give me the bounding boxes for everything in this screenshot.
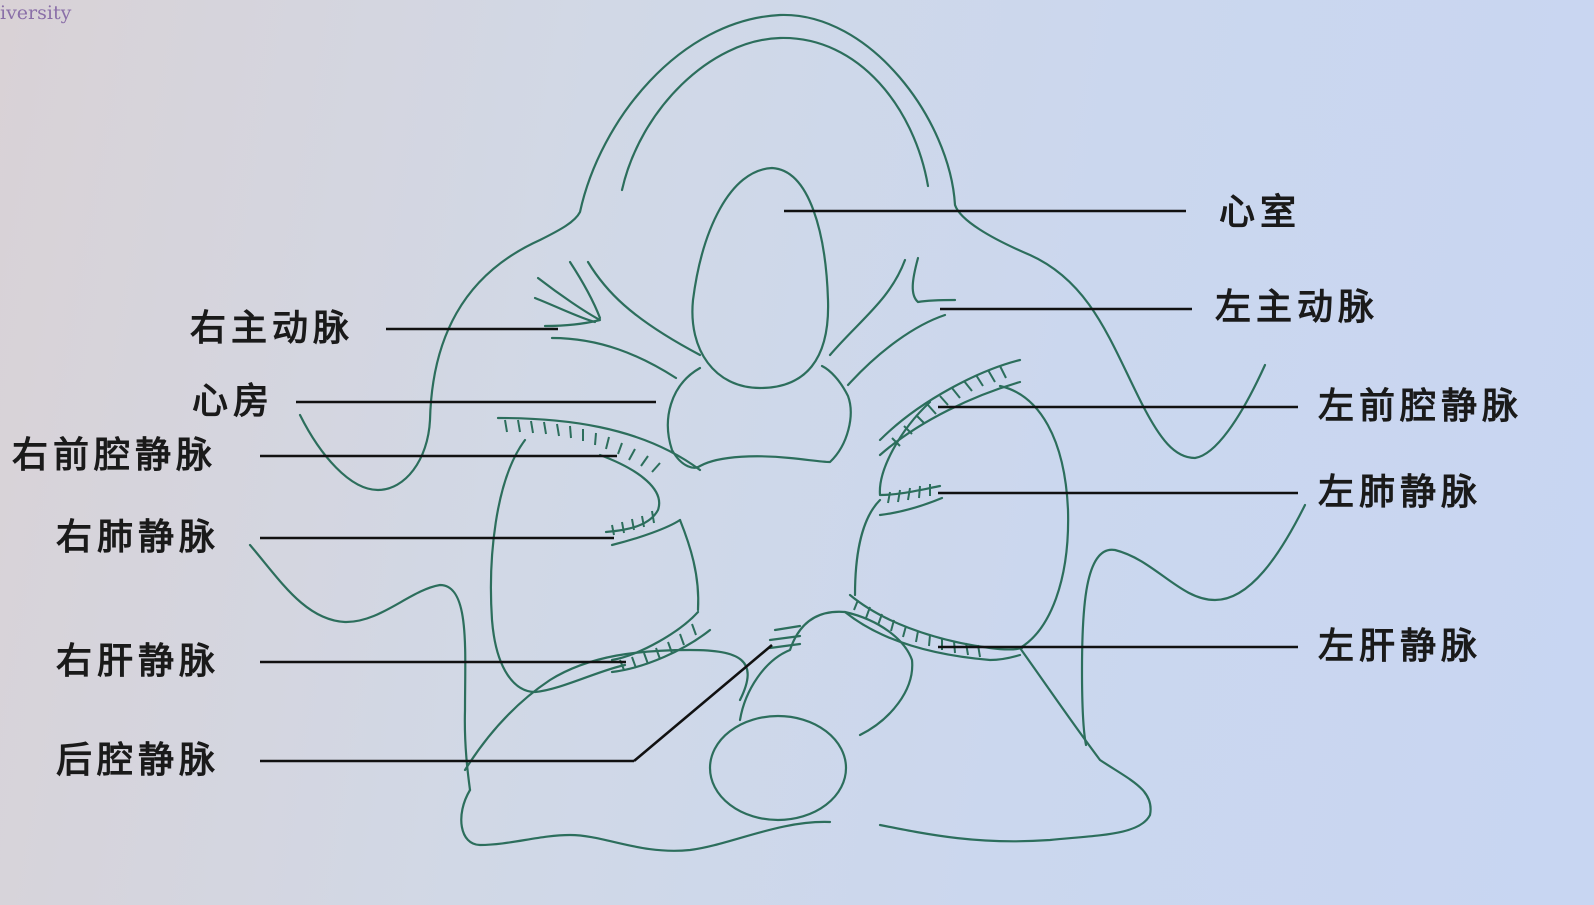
label-left-anterior-vena-cava: 左前腔静脉 xyxy=(1318,386,1524,427)
right-side-loop xyxy=(489,438,627,694)
posterior-vena-cava xyxy=(768,624,802,650)
right-aorta-fork-b xyxy=(536,276,602,328)
label-left-hepatic-vein: 左肝静脉 xyxy=(1318,626,1483,667)
left-pulmonary-vein-lower xyxy=(878,496,944,517)
lower-left-body xyxy=(1080,503,1307,747)
right-anterior-vena-cava xyxy=(496,416,702,472)
bottom-outline xyxy=(460,788,832,852)
label-left-aorta: 左主动脉 xyxy=(1215,287,1380,328)
label-right-aorta: 右主动脉 xyxy=(190,308,355,349)
label-posterior-vena-cava: 后腔静脉 xyxy=(56,740,221,781)
lower-right-body xyxy=(248,543,472,792)
left-anterior-vena-cava-b xyxy=(878,380,1022,457)
left-anterior-vena-cava xyxy=(878,358,1022,442)
watermark-text: iversity xyxy=(0,2,72,24)
right-hepatic-vein xyxy=(610,610,700,662)
lower-left-lobe xyxy=(878,646,1152,843)
label-right-hepatic-vein: 右肝静脉 xyxy=(56,641,221,682)
right-hepatic-vein-b xyxy=(610,628,712,674)
sinus-venosus xyxy=(738,610,914,737)
ventricle-shape xyxy=(691,166,830,390)
center-right-wall xyxy=(678,518,700,612)
right-pulmonary-vein-lower xyxy=(610,518,682,547)
heart-outline xyxy=(248,13,1307,852)
label-left-pulmonary-vein: 左肺静脉 xyxy=(1318,472,1483,513)
left-side-loop xyxy=(998,384,1070,650)
left-aorta-lower xyxy=(846,313,947,387)
right-pulmonary-vein xyxy=(598,453,661,534)
left-aorta-fork xyxy=(911,256,957,304)
label-atrium: 心房 xyxy=(192,381,275,422)
right-aorta-fork-a xyxy=(568,260,602,320)
label-right-pulmonary-vein: 右肺静脉 xyxy=(56,517,221,558)
atrium-shape xyxy=(666,364,852,469)
left-hepatic-vein xyxy=(848,593,1024,651)
leader-lines xyxy=(260,209,1298,763)
right-aorta-lower xyxy=(550,336,678,380)
right-aorta-upper xyxy=(586,260,702,357)
inner-arch xyxy=(620,36,930,192)
label-right-anterior-vena-cava: 右前腔静脉 xyxy=(12,435,218,476)
left-aorta-upper xyxy=(828,258,907,357)
left-hepatic-vein-b xyxy=(843,610,1022,662)
center-left-wall xyxy=(853,498,882,597)
vessel-hatching xyxy=(504,365,1007,671)
liver-lobe xyxy=(708,714,848,822)
right-aorta-fork-c xyxy=(533,296,597,324)
label-ventricle: 心室 xyxy=(1219,192,1302,233)
lower-right-lobe xyxy=(463,648,749,772)
leader-posterior-vena-cava-d xyxy=(633,644,773,762)
outer-body-outline xyxy=(298,13,1267,492)
